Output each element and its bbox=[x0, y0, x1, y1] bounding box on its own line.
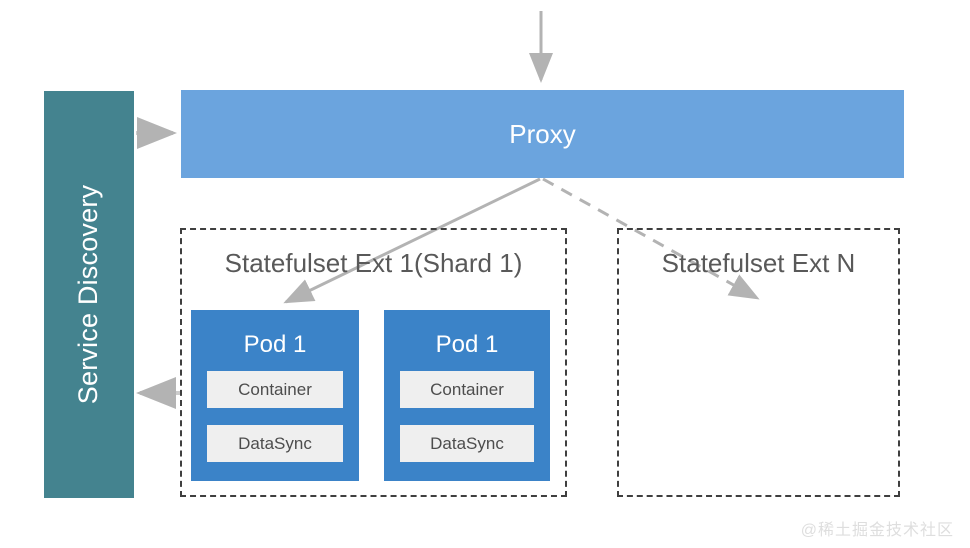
pod-datasync-slot: DataSync bbox=[400, 425, 534, 462]
statefulset-ext-n-group: Statefulset Ext N bbox=[617, 228, 900, 497]
statefulset-ext-1-group: Statefulset Ext 1(Shard 1) bbox=[180, 228, 567, 497]
service-discovery-block: Service Discovery bbox=[44, 91, 134, 498]
statefulset-ext-1-title: Statefulset Ext 1(Shard 1) bbox=[224, 248, 523, 278]
statefulset-ext-n-title: Statefulset Ext N bbox=[661, 248, 856, 278]
pod-datasync-slot: DataSync bbox=[207, 425, 343, 462]
pod-1-b: Pod 1 Container DataSync bbox=[384, 310, 550, 481]
pod-container-slot: Container bbox=[207, 371, 343, 408]
service-discovery-label: Service Discovery bbox=[73, 184, 104, 405]
pod-title: Pod 1 bbox=[435, 331, 499, 358]
proxy-block: Proxy bbox=[181, 90, 904, 178]
pod-title: Pod 1 bbox=[243, 331, 307, 358]
proxy-label: Proxy bbox=[509, 118, 576, 149]
pod-container-slot: Container bbox=[400, 371, 534, 408]
watermark: @稀土掘金技术社区 bbox=[800, 522, 954, 539]
pod-1-a: Pod 1 Container DataSync bbox=[191, 310, 359, 481]
